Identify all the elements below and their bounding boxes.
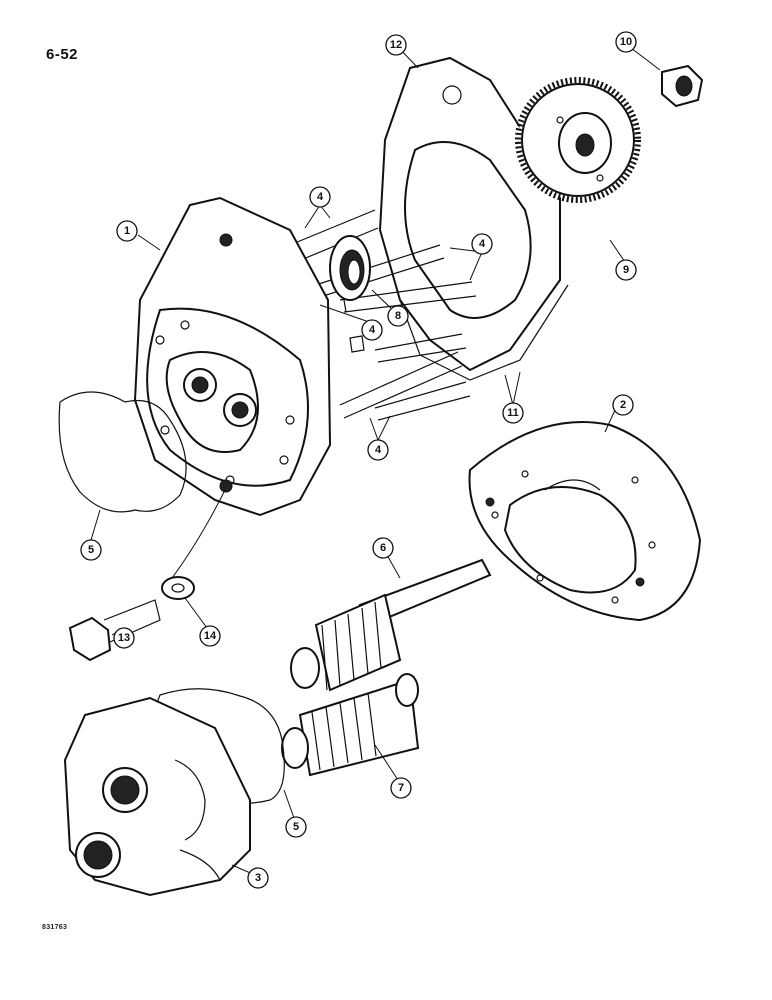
- callout-13: 13: [113, 627, 135, 649]
- figure-code: 831763: [42, 924, 68, 931]
- callout-13-label: 13: [118, 632, 130, 644]
- bolt-13: [68, 599, 161, 662]
- callout-4-right: 4: [471, 233, 493, 255]
- pump-body-1: [133, 196, 332, 517]
- gear-housing-2: [468, 421, 702, 622]
- callout-3-label: 3: [255, 872, 261, 884]
- callout-10-label: 10: [620, 36, 632, 48]
- callout-4-right-label: 4: [479, 238, 486, 250]
- callout-6: 6: [372, 537, 394, 559]
- seal-8: [329, 235, 371, 301]
- callout-2: 2: [612, 394, 634, 416]
- callout-9: 9: [615, 259, 637, 281]
- callout-12-label: 12: [390, 39, 402, 51]
- callout-5-upper: 5: [80, 539, 102, 561]
- callout-8-label: 8: [395, 310, 401, 322]
- drive-shaft-gear-6: [290, 558, 492, 692]
- callout-7: 7: [390, 777, 412, 799]
- callout-14-label: 14: [204, 630, 217, 642]
- drive-gear-9: [515, 77, 641, 203]
- callout-6-label: 6: [380, 542, 386, 554]
- callout-4-bottom: 4: [367, 439, 389, 461]
- driven-gear-7: [281, 673, 420, 777]
- page-number: 6-52: [46, 46, 79, 63]
- callout-9-label: 9: [623, 264, 629, 276]
- gasket-plate-12: [378, 56, 569, 381]
- callout-10: 10: [615, 31, 637, 53]
- callout-1: 1: [116, 220, 138, 242]
- callout-12: 12: [385, 34, 407, 56]
- callout-3: 3: [247, 867, 269, 889]
- callout-1-label: 1: [124, 225, 130, 237]
- callout-4-top: 4: [309, 186, 331, 208]
- callout-2-label: 2: [620, 399, 626, 411]
- washer-14: [161, 576, 195, 600]
- callout-4-top-label: 4: [317, 191, 324, 203]
- callout-11-label: 11: [507, 407, 519, 419]
- callout-5-lower-label: 5: [293, 821, 299, 833]
- callout-7-label: 7: [398, 782, 404, 794]
- callout-4-middle: 4: [361, 319, 383, 341]
- callout-11: 11: [502, 402, 524, 424]
- callout-14: 14: [199, 625, 221, 647]
- cover-3: [63, 696, 251, 897]
- nut-10: [661, 64, 704, 108]
- callout-5-lower: 5: [285, 816, 307, 838]
- callout-8: 8: [387, 305, 409, 327]
- o-ring-5-upper: [58, 391, 187, 513]
- callout-4-bottom-label: 4: [375, 444, 382, 456]
- callout-4-middle-label: 4: [369, 324, 376, 336]
- callout-5-upper-label: 5: [88, 544, 94, 556]
